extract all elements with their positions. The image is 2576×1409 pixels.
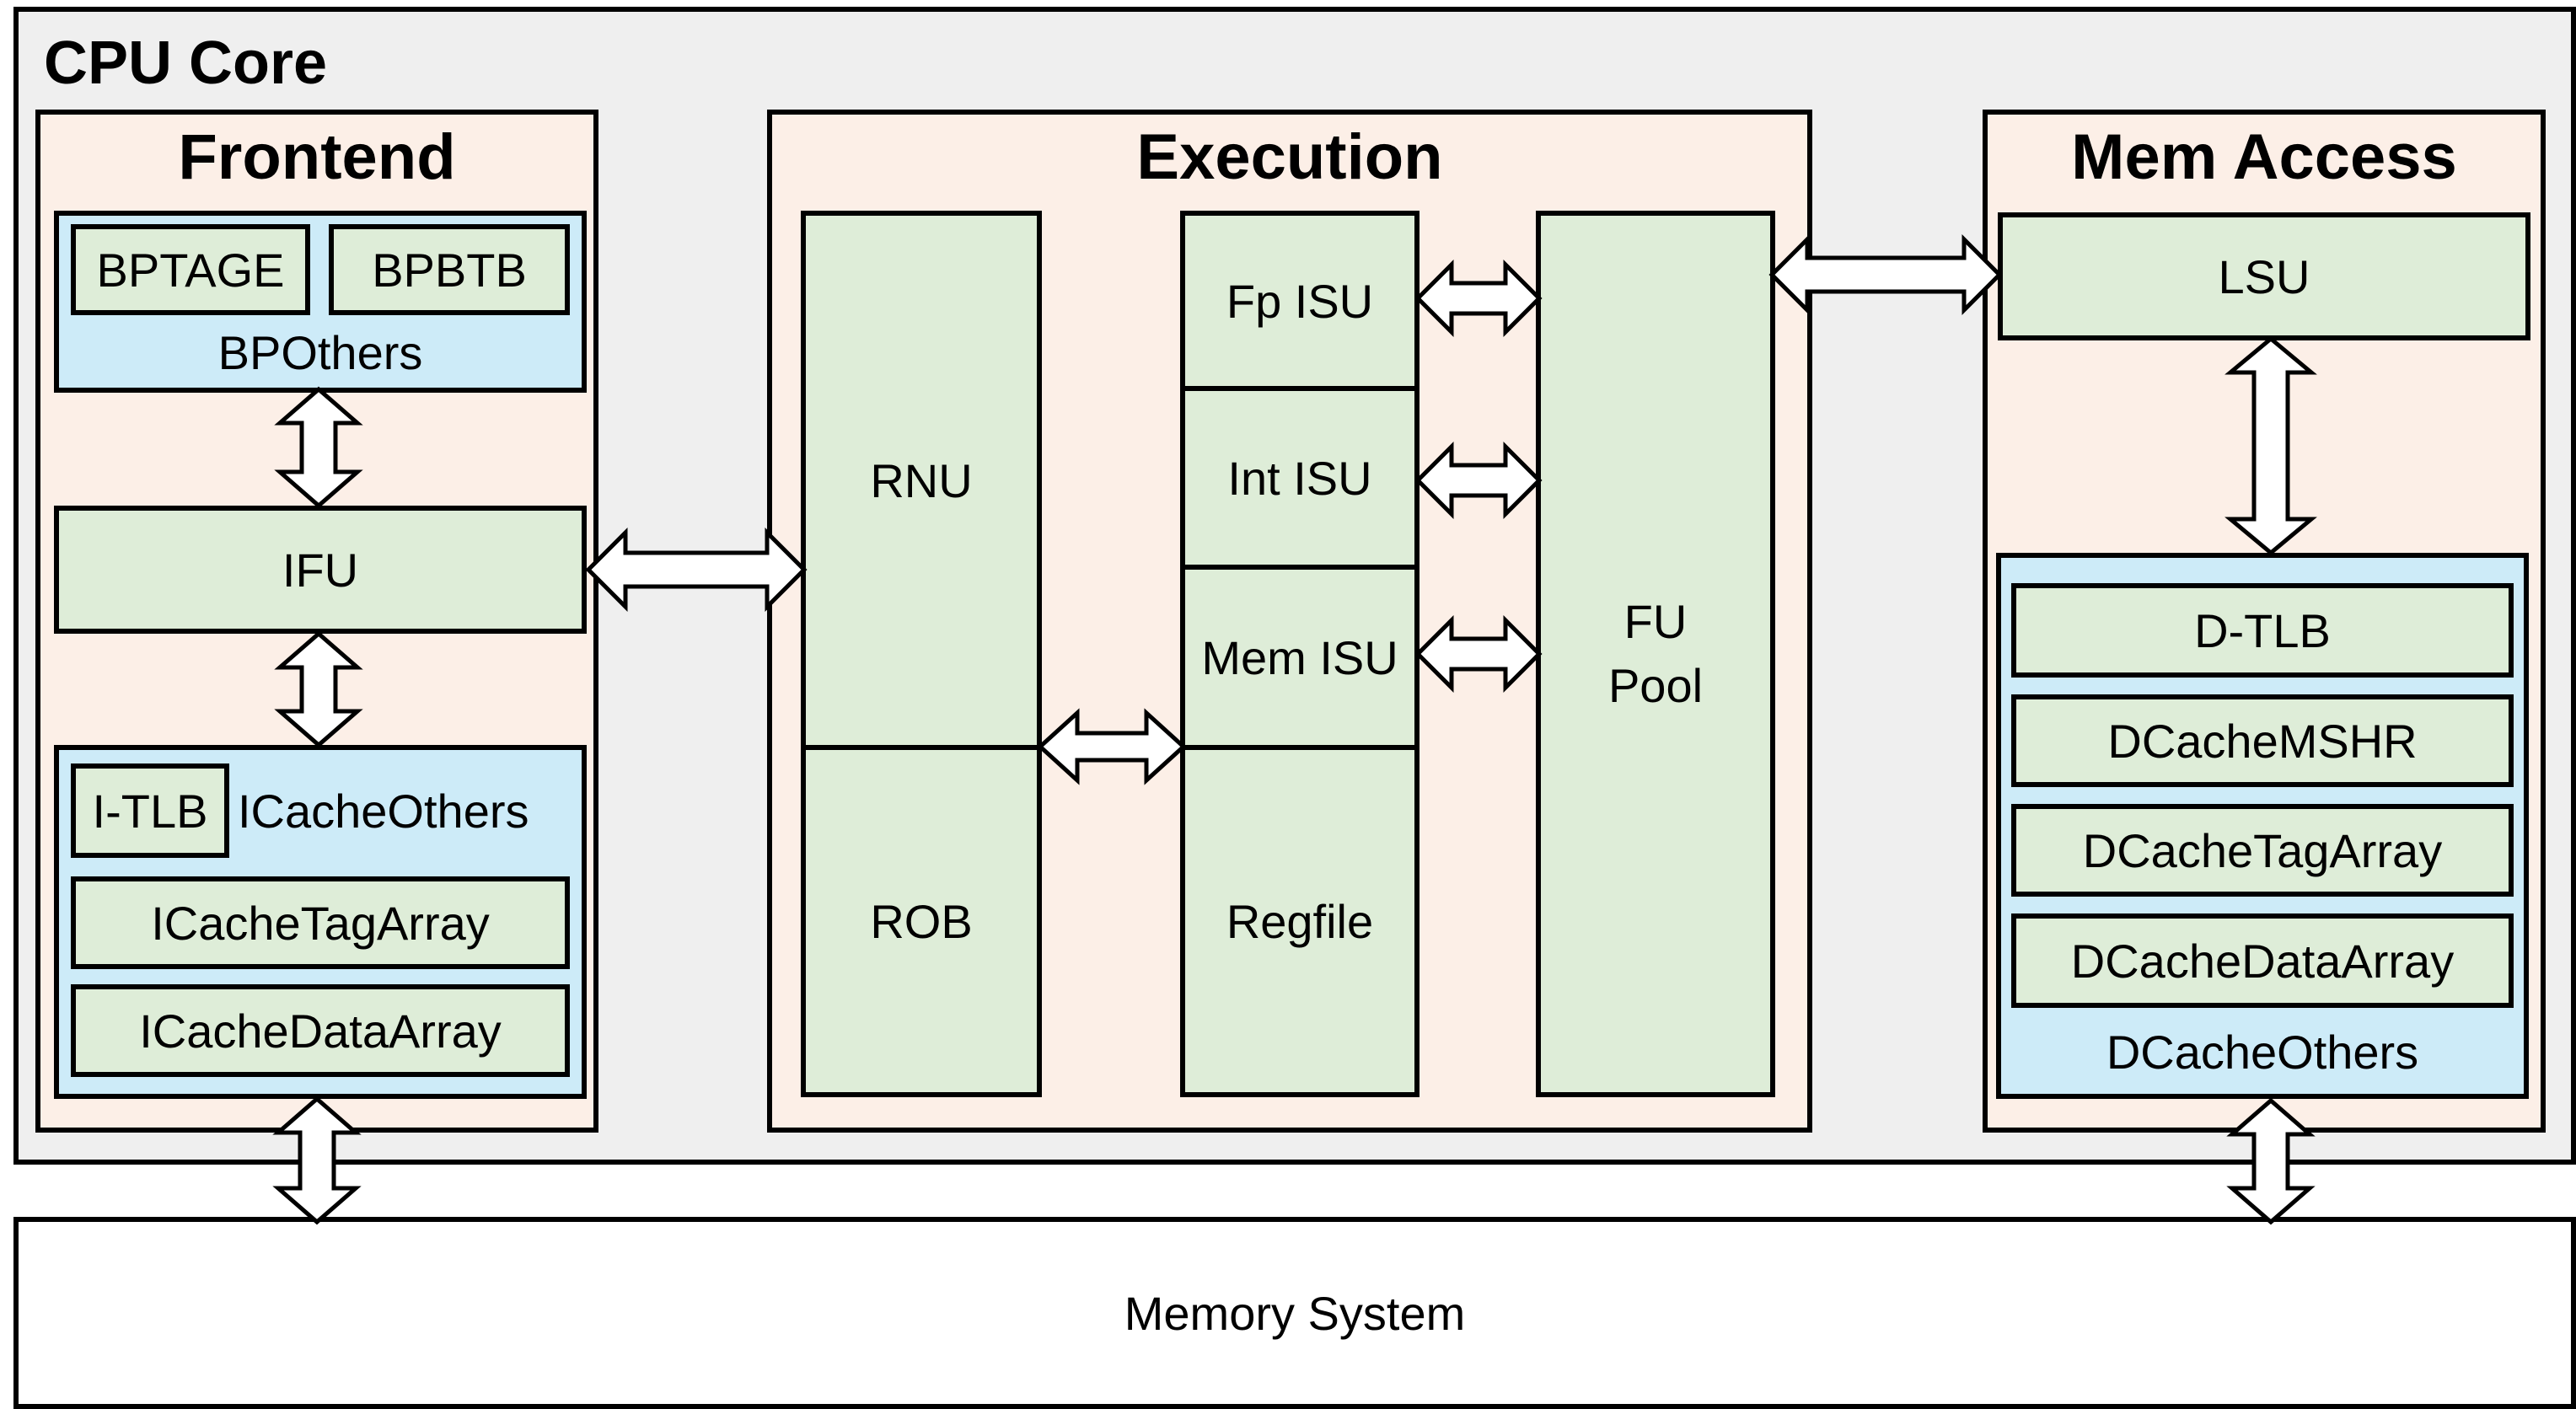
bp-others-label: BPOthers [217,325,423,379]
lsu-dcache-arrow [2224,335,2317,556]
memory-system: Memory System [13,1217,2576,1409]
mem-isu-unit: Mem ISU [1180,565,1419,750]
int-isu-fu-arrow [1414,441,1543,520]
int-isu-unit: Int ISU [1180,386,1419,570]
rnu-unit: RNU [801,211,1042,750]
rob-regfile-arrow [1037,708,1187,785]
fp-isu-fu-arrow [1414,259,1543,338]
fu-pool-label-line2: Pool [1607,659,1704,712]
dcache-tag-array: DCacheTagArray [2011,804,2514,897]
icache-data-array: ICacheDataArray [71,984,570,1077]
dtlb-unit: D-TLB [2011,583,2514,678]
fu-pool-label-line1: FU [1623,595,1688,648]
fu-pool-unit: FU Pool [1536,211,1775,1097]
icache-tag-array: ICacheTagArray [71,876,570,969]
rob-unit: ROB [801,745,1042,1097]
dcache-memory-arrow [2226,1097,2316,1225]
frontend-title: Frontend [178,121,456,193]
itlb-unit: I-TLB [71,763,229,858]
lsu-unit: LSU [1998,212,2530,340]
dcache-data-array: DCacheDataArray [2011,913,2514,1008]
bptage-unit: BPTAGE [71,224,310,315]
icache-memory-arrow [272,1096,362,1225]
regfile-unit: Regfile [1180,745,1419,1097]
dcache-mshr: DCacheMSHR [2011,694,2514,787]
ifu-unit: IFU [54,506,587,634]
ifu-rnu-arrow [585,527,808,613]
ifu-icache-arrow [274,630,363,748]
fu-lsu-arrow [1768,233,2003,316]
fp-isu-unit: Fp ISU [1180,211,1419,391]
cpu-core-title: CPU Core [44,29,328,97]
mem-access-title: Mem Access [2071,121,2457,193]
execution-title: Execution [1136,121,1443,193]
bp-ifu-arrow [274,386,363,509]
icache-others-label: ICacheOthers [238,785,529,838]
bpbtb-unit: BPBTB [329,224,570,315]
dcache-others-label: DCacheOthers [2106,1025,2419,1079]
mem-isu-fu-arrow [1414,614,1543,694]
